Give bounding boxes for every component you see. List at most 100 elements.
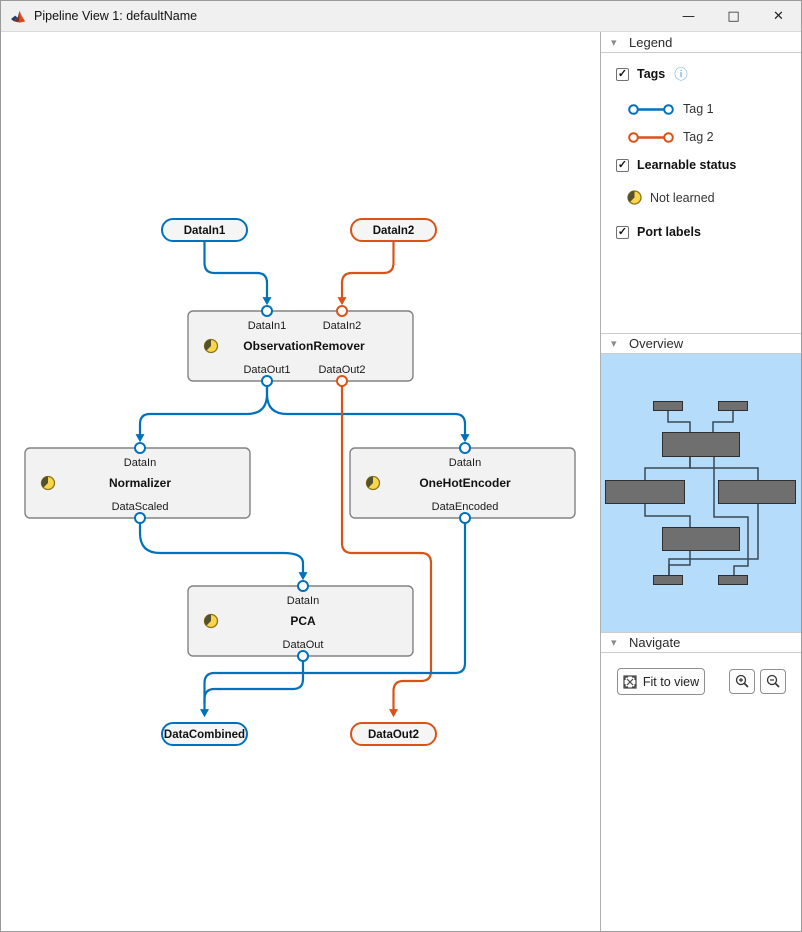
main-content: DataIn1 DataIn2 ObservationRemover DataO…	[1, 32, 801, 931]
tags-label: Tags	[637, 67, 666, 81]
port-labels-row: ✓ Port labels	[616, 225, 701, 239]
sidebar: ▾ Legend ✓ Tags ⓘ Tag 1	[600, 32, 801, 931]
collapse-arrow-icon[interactable]: ▾	[611, 36, 617, 49]
port-dataout1[interactable]	[261, 375, 273, 387]
navigate-title: Navigate	[629, 635, 681, 650]
port-datain[interactable]	[459, 442, 471, 454]
navigate-section-header[interactable]: ▾ Navigate	[601, 632, 801, 653]
port-dataout[interactable]	[297, 650, 309, 662]
port-datain2[interactable]	[336, 305, 348, 317]
minimap-node	[718, 480, 796, 504]
edge-datascaled-to-pca[interactable]	[138, 518, 308, 581]
zoom-out-icon	[766, 674, 780, 688]
matlab-logo-icon	[11, 10, 26, 23]
learnable-status-row: ✓ Learnable status	[616, 158, 736, 172]
block-name: Normalizer	[109, 476, 171, 490]
minimap-node	[653, 575, 683, 585]
zoom-in-button[interactable]	[729, 669, 755, 694]
not-learned-row: Not learned	[627, 190, 715, 205]
port-label: DataIn	[449, 457, 481, 469]
minimap-node	[605, 480, 685, 504]
minimap-node	[662, 527, 740, 551]
pipeline-graph: DataIn1 DataIn2 ObservationRemover DataO…	[24, 218, 576, 746]
edge-datain2-to-observationremover[interactable]	[337, 241, 395, 306]
collapse-arrow-icon[interactable]: ▾	[611, 637, 617, 649]
not-learned-label: Not learned	[650, 190, 715, 205]
fit-to-view-button[interactable]: Fit to view	[617, 668, 705, 695]
learnable-status-label: Learnable status	[637, 158, 737, 172]
node-pca[interactable]: DataIn PCA DataOut	[187, 580, 414, 662]
node-source-datain1[interactable]: DataIn1	[161, 218, 248, 242]
port-datain[interactable]	[134, 442, 146, 454]
minimap-node	[662, 432, 740, 457]
node-observationremover[interactable]: DataIn1 DataIn2 ObservationRemover DataO…	[187, 305, 414, 387]
collapse-arrow-icon[interactable]: ▾	[611, 338, 617, 350]
maximize-button[interactable]: □	[711, 1, 756, 31]
port-label: DataEncoded	[432, 501, 499, 513]
node-sink-datacombined[interactable]: DataCombined	[161, 722, 248, 746]
tag2-line-sample	[628, 131, 674, 143]
legend-section-header[interactable]: ▾ Legend	[601, 32, 801, 53]
port-labels-checkbox[interactable]: ✓	[616, 225, 629, 239]
port-datascaled[interactable]	[134, 512, 146, 524]
tag1-label: Tag 1	[683, 102, 714, 116]
pipeline-canvas[interactable]: DataIn1 DataIn2 ObservationRemover DataO…	[1, 32, 600, 931]
port-label: DataIn2	[323, 320, 362, 332]
overview-minimap[interactable]	[601, 354, 801, 632]
minimap-edges	[644, 411, 759, 575]
info-icon[interactable]: ⓘ	[674, 66, 688, 82]
zoom-in-icon	[735, 674, 749, 688]
edge-datain1-to-observationremover[interactable]	[203, 241, 272, 306]
edge-dataout1-to-onehotencoder[interactable]	[265, 381, 470, 443]
tag2-legend-row: Tag 2	[628, 130, 714, 144]
zoom-out-button[interactable]	[760, 669, 786, 694]
learnable-status-checkbox[interactable]: ✓	[616, 158, 629, 172]
close-button[interactable]: ✕	[756, 1, 801, 31]
pill-label: DataIn2	[373, 225, 415, 237]
minimap-node	[718, 575, 748, 585]
port-label: DataScaled	[112, 501, 169, 513]
tags-row: ✓ Tags ⓘ	[616, 67, 688, 81]
titlebar[interactable]: Pipeline View 1: defaultName — □ ✕	[1, 1, 801, 32]
block-name: ObservationRemover	[243, 339, 365, 353]
minimap-node	[653, 401, 683, 411]
edge-dataout2-to-dataout2-sink[interactable]	[340, 381, 433, 718]
node-onehotencoder[interactable]: DataIn OneHotEncoder DataEncoded	[349, 442, 576, 524]
pill-label: DataOut2	[368, 729, 419, 741]
edge-dataencoded-to-datacombined[interactable]	[200, 518, 467, 718]
not-learned-clock-icon	[365, 475, 381, 491]
port-label: DataOut	[283, 639, 324, 651]
node-source-datain2[interactable]: DataIn2	[350, 218, 437, 242]
overview-section-header[interactable]: ▾ Overview	[601, 333, 801, 354]
port-label: DataOut1	[243, 364, 290, 376]
minimap-node	[718, 401, 748, 411]
edge-dataout1-to-normalizer[interactable]	[135, 381, 269, 443]
tags-checkbox[interactable]: ✓	[616, 67, 629, 81]
not-learned-clock-icon	[627, 190, 642, 205]
port-dataout2[interactable]	[336, 375, 348, 387]
port-label: DataOut2	[318, 364, 365, 376]
port-datain1[interactable]	[261, 305, 273, 317]
not-learned-clock-icon	[203, 338, 219, 354]
pill-label: DataCombined	[164, 729, 245, 741]
block-name: OneHotEncoder	[419, 476, 511, 490]
tag2-label: Tag 2	[683, 130, 714, 144]
tag1-legend-row: Tag 1	[628, 102, 714, 116]
legend-title: Legend	[629, 34, 673, 50]
overview-title: Overview	[629, 336, 684, 351]
port-label: DataIn	[124, 457, 156, 469]
edge-dataout-to-datacombined[interactable]	[203, 656, 305, 704]
port-label: DataIn1	[248, 320, 287, 332]
not-learned-clock-icon	[40, 475, 56, 491]
port-labels-label: Port labels	[637, 225, 701, 239]
node-sink-dataout2[interactable]: DataOut2	[350, 722, 437, 746]
port-datain[interactable]	[297, 580, 309, 592]
fit-to-view-label: Fit to view	[642, 674, 700, 689]
minimize-button[interactable]: —	[666, 1, 711, 31]
port-dataencoded[interactable]	[459, 512, 471, 524]
fit-to-view-icon	[623, 674, 637, 689]
port-label: DataIn	[287, 595, 319, 607]
not-learned-clock-icon	[203, 613, 219, 629]
node-normalizer[interactable]: DataIn Normalizer DataScaled	[24, 442, 251, 524]
